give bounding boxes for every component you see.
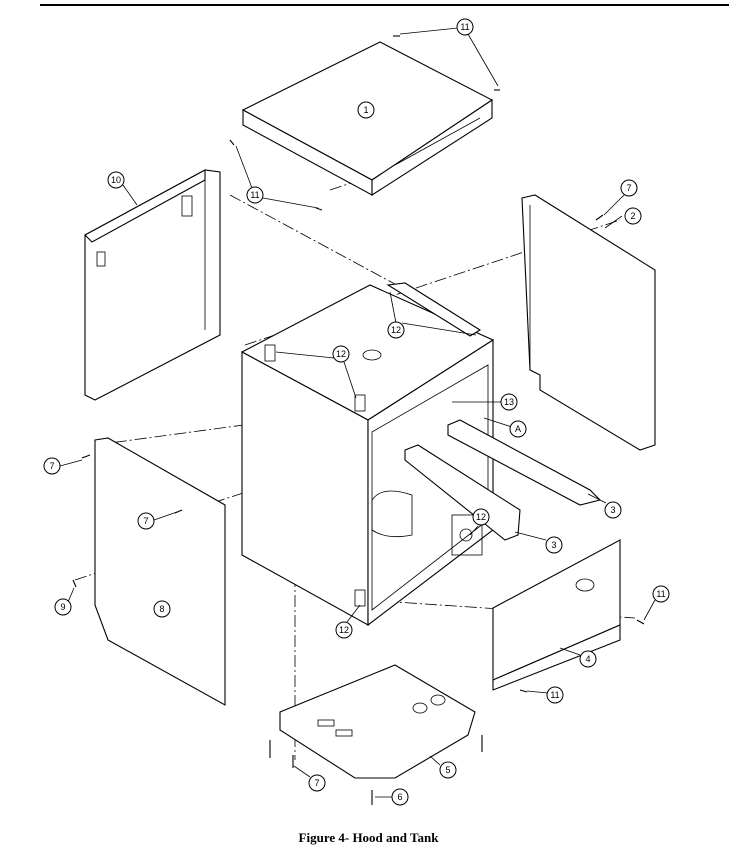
- svg-text:11: 11: [656, 589, 665, 599]
- callout-3-lower: 3: [545, 536, 563, 554]
- callout-12-top: 12: [387, 321, 405, 339]
- callout-7-left-mid: 7: [137, 512, 155, 530]
- svg-text:13: 13: [504, 397, 514, 407]
- callout-8: 8: [153, 600, 171, 618]
- callout-3-upper: 3: [604, 501, 622, 519]
- part-left-panel: [84, 169, 221, 401]
- svg-text:8: 8: [159, 604, 164, 614]
- callout-12-inner: 12: [472, 508, 490, 526]
- callout-5: 5: [439, 761, 457, 779]
- callout-1: 1: [357, 101, 375, 119]
- part-tank-cabinet: [240, 282, 495, 627]
- callout-11-hood: 11: [246, 186, 264, 204]
- svg-text:7: 7: [143, 516, 148, 526]
- svg-text:A: A: [515, 424, 521, 434]
- part-right-panel: [521, 194, 656, 451]
- callout-7-right: 7: [620, 179, 638, 197]
- part-hood-top: [241, 41, 494, 197]
- callout-6: 6: [391, 788, 409, 806]
- svg-text:10: 10: [111, 175, 121, 185]
- callout-7-bottom: 7: [308, 774, 326, 792]
- callout-2: 2: [624, 207, 642, 225]
- svg-text:12: 12: [391, 325, 401, 335]
- svg-text:4: 4: [585, 654, 590, 664]
- callout-13: 13: [500, 393, 518, 411]
- callout-leaders: [59, 27, 656, 798]
- svg-text:7: 7: [626, 183, 631, 193]
- svg-text:11: 11: [550, 690, 559, 700]
- part-rail-lower: [404, 444, 521, 541]
- callout-9: 9: [54, 598, 72, 616]
- part-bottom-plate: [279, 664, 476, 779]
- part-left-lower-panel: [94, 437, 226, 706]
- svg-text:9: 9: [60, 602, 65, 612]
- svg-text:3: 3: [610, 505, 615, 515]
- callout-10: 10: [107, 171, 125, 189]
- callout-4: 4: [579, 650, 597, 668]
- svg-text:12: 12: [339, 625, 349, 635]
- callout-11-skirt: 11: [546, 686, 564, 704]
- callout-11-top: 11: [456, 18, 474, 36]
- callout-A: A: [509, 420, 527, 438]
- header-rule: [40, 4, 729, 6]
- svg-text:11: 11: [250, 190, 259, 200]
- figure-caption: Figure 4- Hood and Tank: [298, 830, 439, 845]
- callout-7-left-top: 7: [43, 457, 61, 475]
- svg-text:11: 11: [460, 22, 469, 32]
- callout-11-right: 11: [652, 585, 670, 603]
- svg-text:2: 2: [630, 211, 635, 221]
- svg-text:6: 6: [397, 792, 402, 802]
- fasteners: [72, 35, 645, 805]
- part-front-skirt: [492, 539, 621, 691]
- callout-12-left: 12: [332, 345, 350, 363]
- svg-text:7: 7: [49, 461, 54, 471]
- svg-text:1: 1: [363, 105, 368, 115]
- svg-text:5: 5: [445, 765, 450, 775]
- svg-text:3: 3: [551, 540, 556, 550]
- svg-text:12: 12: [476, 512, 486, 522]
- svg-text:7: 7: [314, 778, 319, 788]
- svg-text:12: 12: [336, 349, 346, 359]
- callout-12-bottom: 12: [335, 621, 353, 639]
